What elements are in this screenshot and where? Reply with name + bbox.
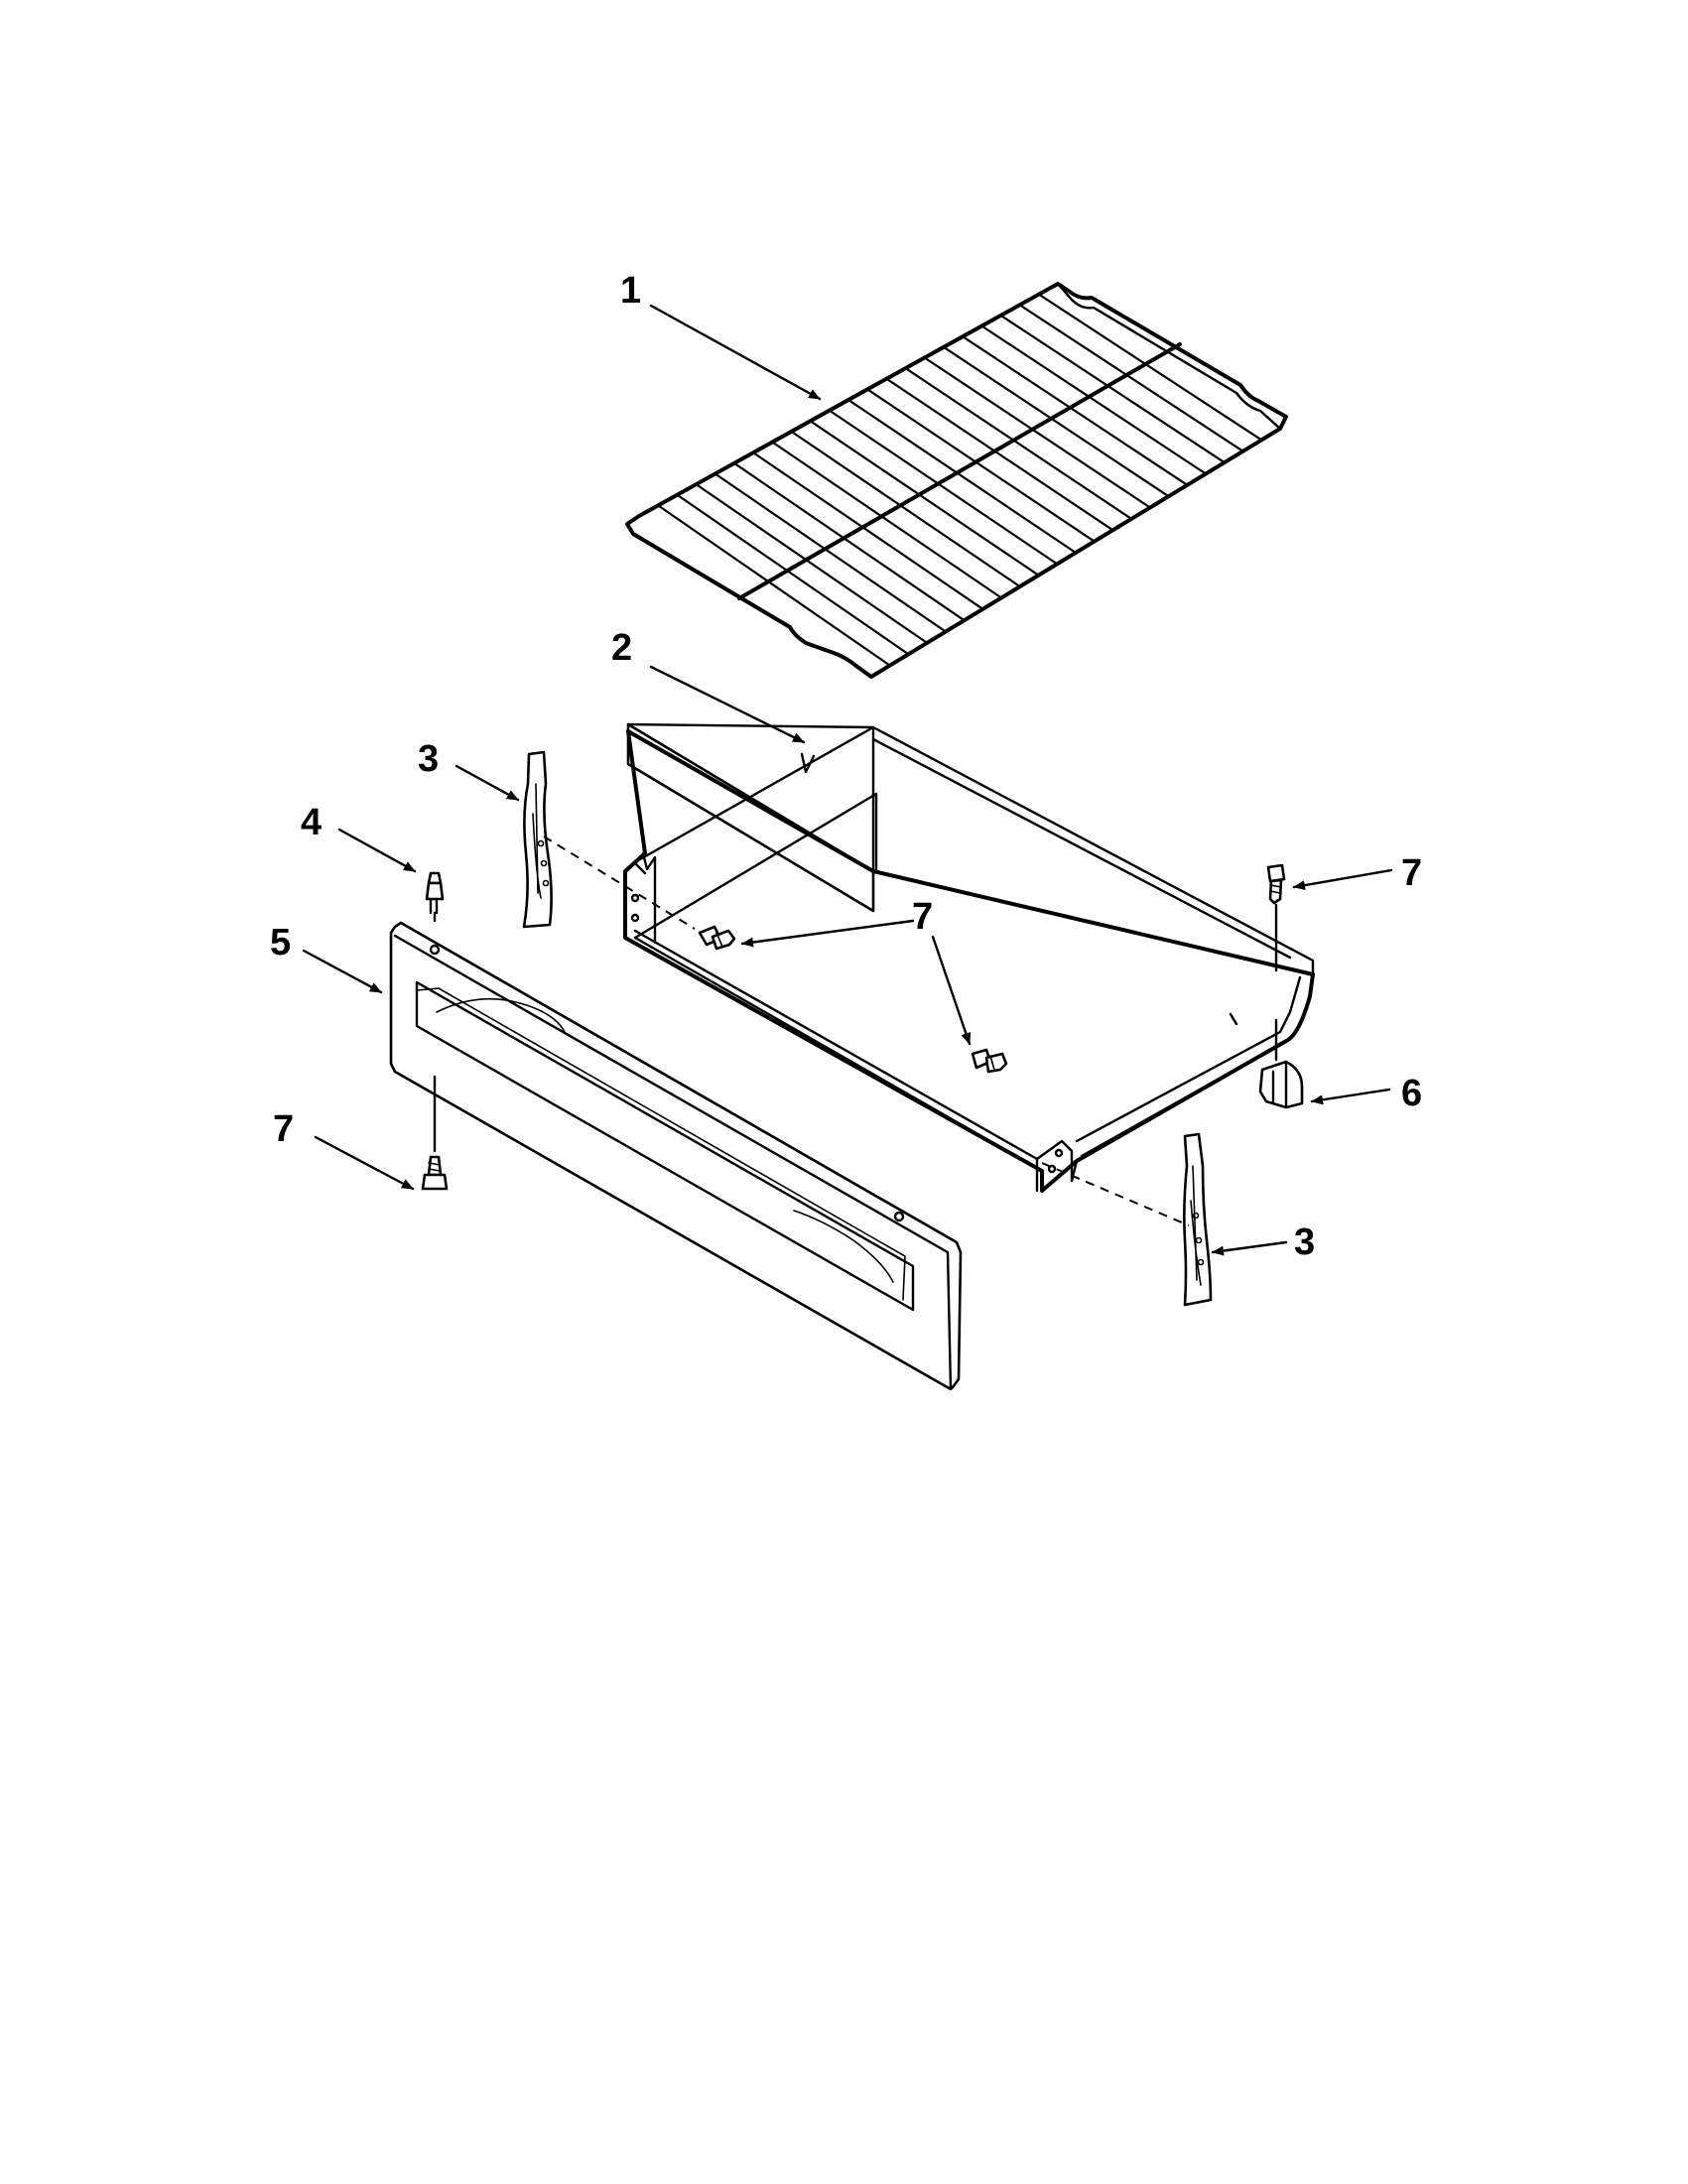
- pin: [425, 871, 445, 915]
- callout-7-screw-panel: 7: [273, 1108, 294, 1150]
- front-panel: [389, 921, 963, 1391]
- rack-center-bar: [737, 342, 1182, 600]
- callout-4-pin: 4: [301, 802, 322, 843]
- rack-wire: [733, 461, 966, 622]
- rack-wire: [999, 314, 1226, 464]
- rack-wire: [962, 335, 1189, 486]
- drawer-hole-left-2: [630, 913, 640, 923]
- drawer: [623, 722, 1315, 1193]
- callout-7-screw-top-right: 7: [1401, 852, 1422, 894]
- assembly-line-left-glide: [543, 835, 696, 930]
- callout-1-rack: 1: [620, 270, 641, 312]
- rack-frame: [625, 282, 1288, 679]
- drawer-right-rim: [871, 725, 1315, 976]
- leader-screw-top-right: [1292, 868, 1393, 891]
- rack-wire: [904, 367, 1132, 520]
- leader-clip: [1310, 1088, 1391, 1105]
- drawer-edge: [1070, 1159, 1079, 1183]
- glide-right: [1183, 1132, 1213, 1307]
- rack-wire: [657, 504, 891, 667]
- leader-glide-right: [1211, 1240, 1288, 1256]
- drawer-inner-corner: [633, 792, 878, 940]
- drawer-hole-right-2: [1047, 1164, 1057, 1174]
- wire-rack: [625, 282, 1288, 679]
- rack-wire: [676, 493, 910, 656]
- leader-glide-left: [454, 764, 520, 802]
- rack-wire: [1018, 304, 1244, 452]
- rack-wire: [829, 409, 1058, 566]
- rack-wire: [714, 472, 947, 633]
- rack-wire: [943, 345, 1170, 498]
- drawer-back-rim: [626, 722, 875, 873]
- rack-wire: [752, 451, 984, 610]
- leader-rack: [649, 304, 822, 401]
- rack-wires: [657, 293, 1262, 667]
- callout-3-glide-right: 3: [1294, 1221, 1315, 1263]
- leader-lines: [302, 304, 1393, 1256]
- drawer-notches: [641, 752, 1238, 1026]
- drawer-left-wall: [633, 856, 657, 945]
- rack-wire: [847, 399, 1077, 554]
- callout-2-drawer: 2: [611, 627, 632, 669]
- rack-wire: [790, 430, 1021, 588]
- leader-pin: [337, 828, 417, 873]
- rack-inner-edge: [1056, 282, 1282, 431]
- drawer-outline: [623, 729, 1315, 1193]
- drawer-right-runner: [1075, 975, 1302, 1158]
- leader-screw-panel: [314, 1135, 415, 1191]
- leader-screw-left: [740, 919, 915, 948]
- rack-wire: [866, 388, 1096, 543]
- drawer-hole-right-1: [1054, 1148, 1064, 1158]
- callout-5-panel: 5: [270, 922, 291, 964]
- rack-wire: [771, 441, 1002, 599]
- rack-wire: [809, 420, 1040, 577]
- rack-wire: [695, 483, 928, 644]
- clip: [1258, 1060, 1304, 1109]
- glide-left: [522, 750, 553, 929]
- leader-panel: [302, 949, 383, 994]
- screw-drawer-left: [698, 925, 736, 951]
- callout-7-screw-drawer: 7: [912, 896, 933, 938]
- assembly-line-right-glide: [1041, 1162, 1190, 1226]
- rack-wire: [980, 324, 1207, 475]
- leader-drawer: [649, 665, 806, 744]
- drawer-front-right: [1035, 1139, 1074, 1183]
- drawer-hole-left-1: [630, 893, 640, 903]
- callout-6-clip: 6: [1401, 1073, 1422, 1114]
- rack-wire: [924, 356, 1151, 509]
- leader-screw-center: [931, 935, 972, 1046]
- callout-3-glide-left: 3: [418, 738, 439, 780]
- screw-panel-bottom: [421, 1155, 449, 1191]
- screw-drawer-center: [971, 1048, 1008, 1074]
- screw-top-right: [1266, 863, 1286, 905]
- drawer-back-inner: [626, 722, 875, 913]
- rack-wire: [1038, 293, 1262, 442]
- rack-wire: [885, 377, 1114, 532]
